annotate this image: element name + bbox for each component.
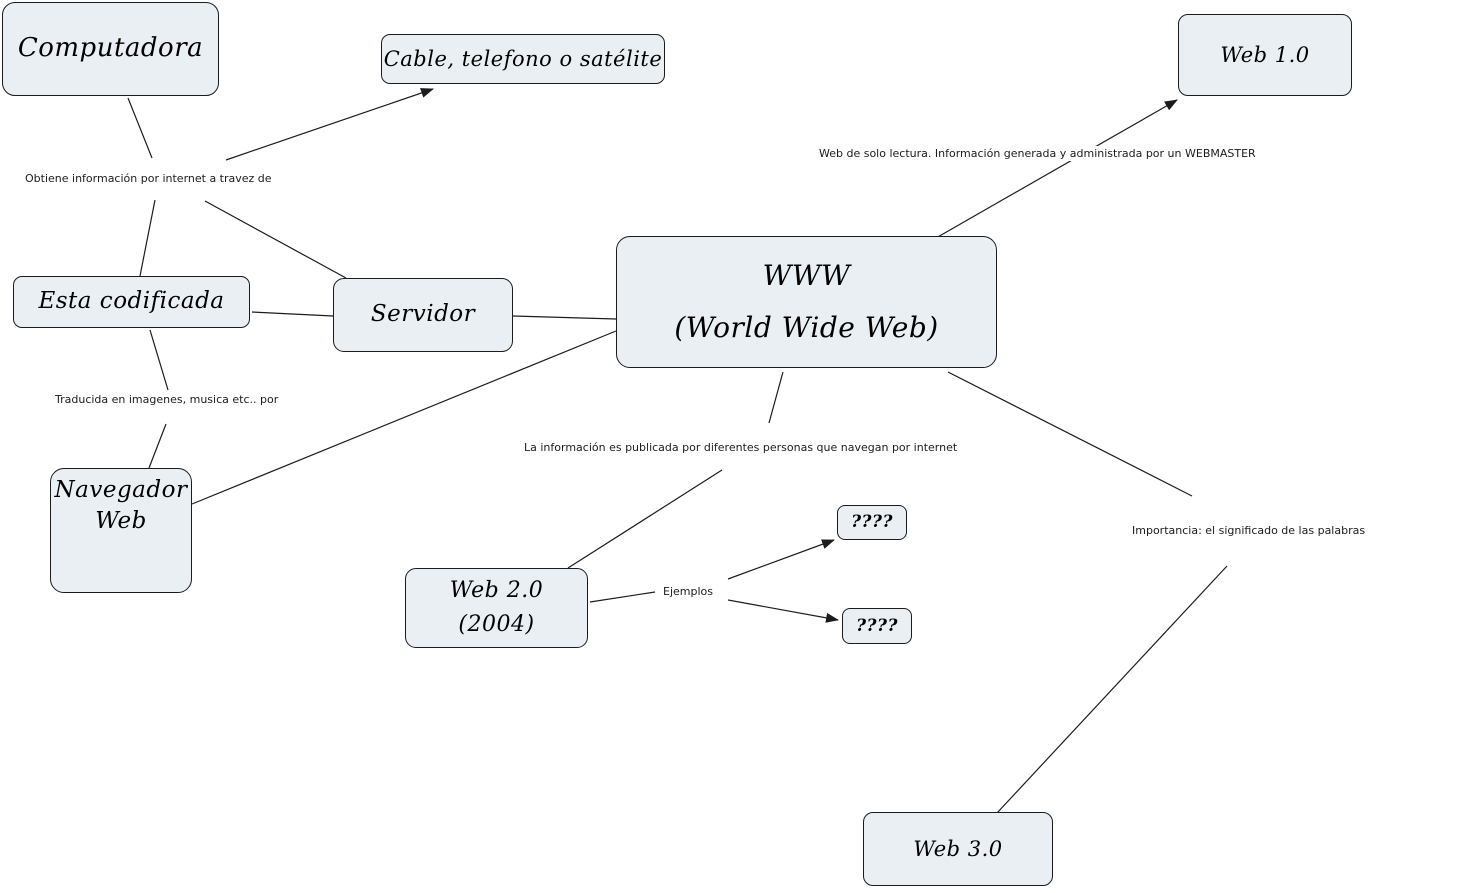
edge-www-importancia	[947, 371, 1193, 497]
link-label-importancia: Importancia: el significado de las palab…	[1129, 523, 1369, 538]
edge-ejemplos-ejemplo2	[727, 599, 839, 623]
edge-esta-traducida	[149, 329, 169, 391]
edge-ejemplos-ejemplo1	[727, 539, 835, 580]
edge-lainfo-web2	[567, 469, 723, 569]
node-servidor-label: Servidor	[370, 301, 476, 328]
node-ejemplo-2[interactable]: ????	[842, 608, 912, 644]
link-label-ejemplos: Ejemplos	[660, 584, 716, 599]
node-esta-codificada[interactable]: Esta codificada	[13, 276, 250, 328]
link-label-obtiene: Obtiene información por internet a trave…	[22, 171, 275, 186]
node-esta-codificada-label: Esta codificada	[38, 288, 225, 315]
node-web2[interactable]: Web 2.0 (2004)	[405, 568, 588, 648]
edge-www-lainfo	[768, 371, 784, 424]
node-web2-label-line1: Web 2.0	[449, 577, 544, 603]
node-web1-label: Web 1.0	[1220, 42, 1310, 67]
edge-obtiene-servidor	[204, 200, 347, 279]
node-www[interactable]: WWW (World Wide Web)	[616, 236, 997, 368]
edge-traducida-navegador	[148, 423, 167, 469]
node-computadora-label: Computadora	[17, 33, 204, 64]
node-web2-label-line2: (2004)	[458, 612, 535, 637]
node-web1[interactable]: Web 1.0	[1178, 14, 1352, 96]
edge-importancia-web3	[996, 565, 1228, 814]
node-navegador-web[interactable]: Navegador Web	[50, 468, 192, 593]
node-computadora[interactable]: Computadora	[2, 2, 219, 96]
link-label-web-solo-lectura: Web de solo lectura. Información generad…	[816, 146, 1259, 161]
node-navegador-label-line2: Web	[95, 508, 147, 535]
link-label-traducida: Traducida en imagenes, musica etc.. por	[52, 392, 282, 407]
node-www-label-line2: (World Wide Web)	[674, 311, 939, 344]
node-web3[interactable]: Web 3.0	[863, 812, 1053, 886]
edge-computadora-obtiene	[127, 97, 153, 159]
node-cable[interactable]: Cable, telefono o satélite	[381, 34, 665, 84]
edge-servidor-www	[512, 315, 617, 320]
node-ejemplo-1[interactable]: ????	[837, 505, 907, 540]
node-navegador-label-line1: Navegador	[54, 477, 188, 503]
node-servidor[interactable]: Servidor	[333, 278, 513, 352]
node-cable-label: Cable, telefono o satélite	[383, 46, 663, 71]
node-ejemplo-1-label: ????	[851, 512, 893, 533]
edge-www-web1	[935, 99, 1178, 239]
edge-web2-ejemplos	[589, 591, 656, 603]
node-ejemplo-2-label: ????	[856, 615, 898, 636]
node-www-label-line1: WWW	[762, 259, 851, 293]
edge-obtiene-esta	[139, 199, 156, 277]
edge-navegador-www	[191, 330, 617, 505]
node-web3-label: Web 3.0	[913, 836, 1003, 861]
edge-esta-servidor	[251, 311, 334, 317]
link-label-la-informacion: La información es publicada por diferent…	[521, 440, 961, 455]
edge-obtiene-cable	[225, 88, 434, 161]
